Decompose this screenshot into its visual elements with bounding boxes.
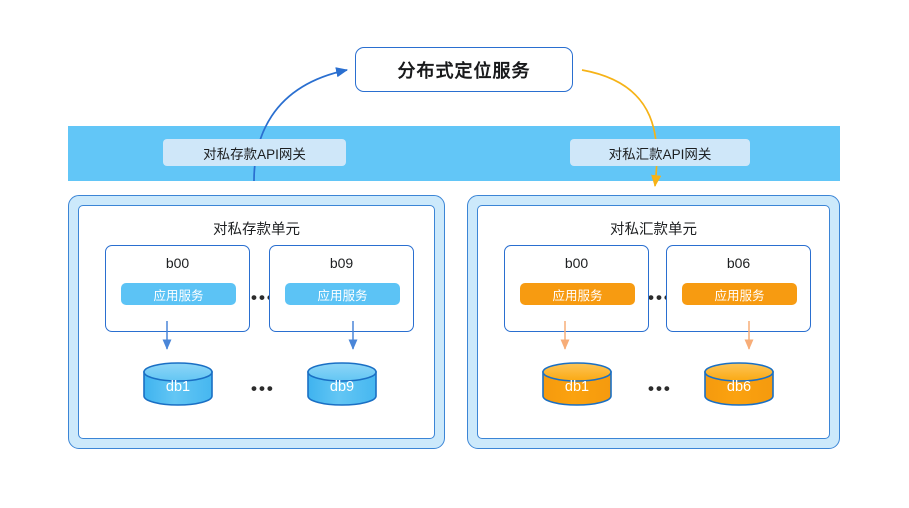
- cell-title-b09-deposit: b09: [329, 255, 354, 271]
- unit-panel-remittance[interactable]: 对私汇款单元 b00 应用服务 b06 应用服务 ••• ••• db1: [467, 195, 840, 449]
- api-gateway-remittance[interactable]: 对私汇款API网关: [570, 139, 750, 166]
- unit-title-remittance: 对私汇款单元: [610, 222, 697, 238]
- cell-b06-remittance[interactable]: b06 应用服务: [666, 245, 811, 332]
- database-label-db9-deposit: db9: [329, 379, 355, 395]
- unit-panel-deposit[interactable]: 对私存款单元 b00 应用服务 b09 应用服务 ••• ••• db1: [68, 195, 445, 449]
- unit-inner-deposit: 对私存款单元 b00 应用服务 b09 应用服务 ••• ••• db1: [78, 205, 435, 439]
- ellipsis-databases-remittance: •••: [648, 379, 672, 398]
- cylinder-icon: [307, 362, 377, 406]
- api-gateway-deposit-label: 对私存款API网关: [203, 146, 306, 162]
- cell-title-b00-deposit: b00: [165, 255, 190, 271]
- cell-b00-remittance[interactable]: b00 应用服务: [504, 245, 649, 332]
- api-gateway-deposit[interactable]: 对私存款API网关: [163, 139, 346, 166]
- ellipsis-databases-deposit: •••: [251, 379, 275, 398]
- cylinder-icon: [704, 362, 774, 406]
- root-service-box[interactable]: 分布式定位服务: [355, 47, 573, 92]
- database-db6-remittance[interactable]: db6: [703, 362, 775, 406]
- cell-title-b00-remittance: b00: [564, 255, 589, 271]
- database-db1-deposit[interactable]: db1: [142, 362, 214, 406]
- database-label-db1-deposit: db1: [165, 379, 191, 395]
- service-pill-b00-remittance[interactable]: 应用服务: [520, 283, 635, 305]
- cell-title-b06-remittance: b06: [726, 255, 751, 271]
- unit-inner-remittance: 对私汇款单元 b00 应用服务 b06 应用服务 ••• ••• db1: [477, 205, 830, 439]
- service-pill-b00-deposit[interactable]: 应用服务: [121, 283, 236, 305]
- database-db9-deposit[interactable]: db9: [306, 362, 378, 406]
- database-label-db1-remittance: db1: [564, 379, 590, 395]
- cylinder-icon: [143, 362, 213, 406]
- unit-title-deposit: 对私存款单元: [213, 222, 300, 238]
- ellipsis-cells-remittance: •••: [648, 288, 672, 307]
- service-pill-b09-deposit[interactable]: 应用服务: [285, 283, 400, 305]
- api-gateway-remittance-label: 对私汇款API网关: [608, 146, 712, 162]
- cell-b00-deposit[interactable]: b00 应用服务: [105, 245, 250, 332]
- cylinder-icon: [542, 362, 612, 406]
- ellipsis-cells-deposit: •••: [251, 288, 275, 307]
- database-db1-remittance[interactable]: db1: [541, 362, 613, 406]
- root-service-label: 分布式定位服务: [397, 60, 531, 81]
- database-label-db6-remittance: db6: [726, 379, 752, 395]
- cell-b09-deposit[interactable]: b09 应用服务: [269, 245, 414, 332]
- service-pill-b06-remittance[interactable]: 应用服务: [682, 283, 797, 305]
